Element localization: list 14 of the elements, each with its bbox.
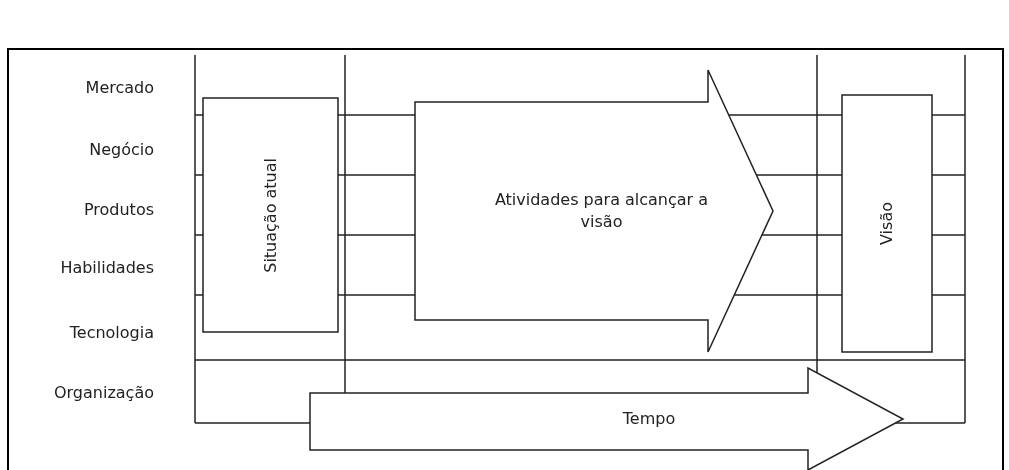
row-label: Produtos bbox=[83, 200, 154, 219]
row-label: Negócio bbox=[89, 140, 154, 159]
arrow-label: Atividades para alcançar a visão bbox=[493, 189, 710, 233]
arrow-label: Tempo bbox=[621, 408, 677, 430]
row-label: Habilidades bbox=[60, 258, 154, 277]
row-label: Tecnologia bbox=[69, 323, 154, 342]
box-label: Visão bbox=[876, 202, 898, 245]
state-box bbox=[203, 98, 338, 332]
vision-box bbox=[842, 95, 932, 352]
row-label: Mercado bbox=[85, 78, 154, 97]
time-arrow bbox=[310, 368, 903, 470]
row-label: Organização bbox=[53, 383, 154, 402]
box-label: Situação atual bbox=[259, 157, 281, 273]
block-arrow bbox=[415, 70, 773, 352]
